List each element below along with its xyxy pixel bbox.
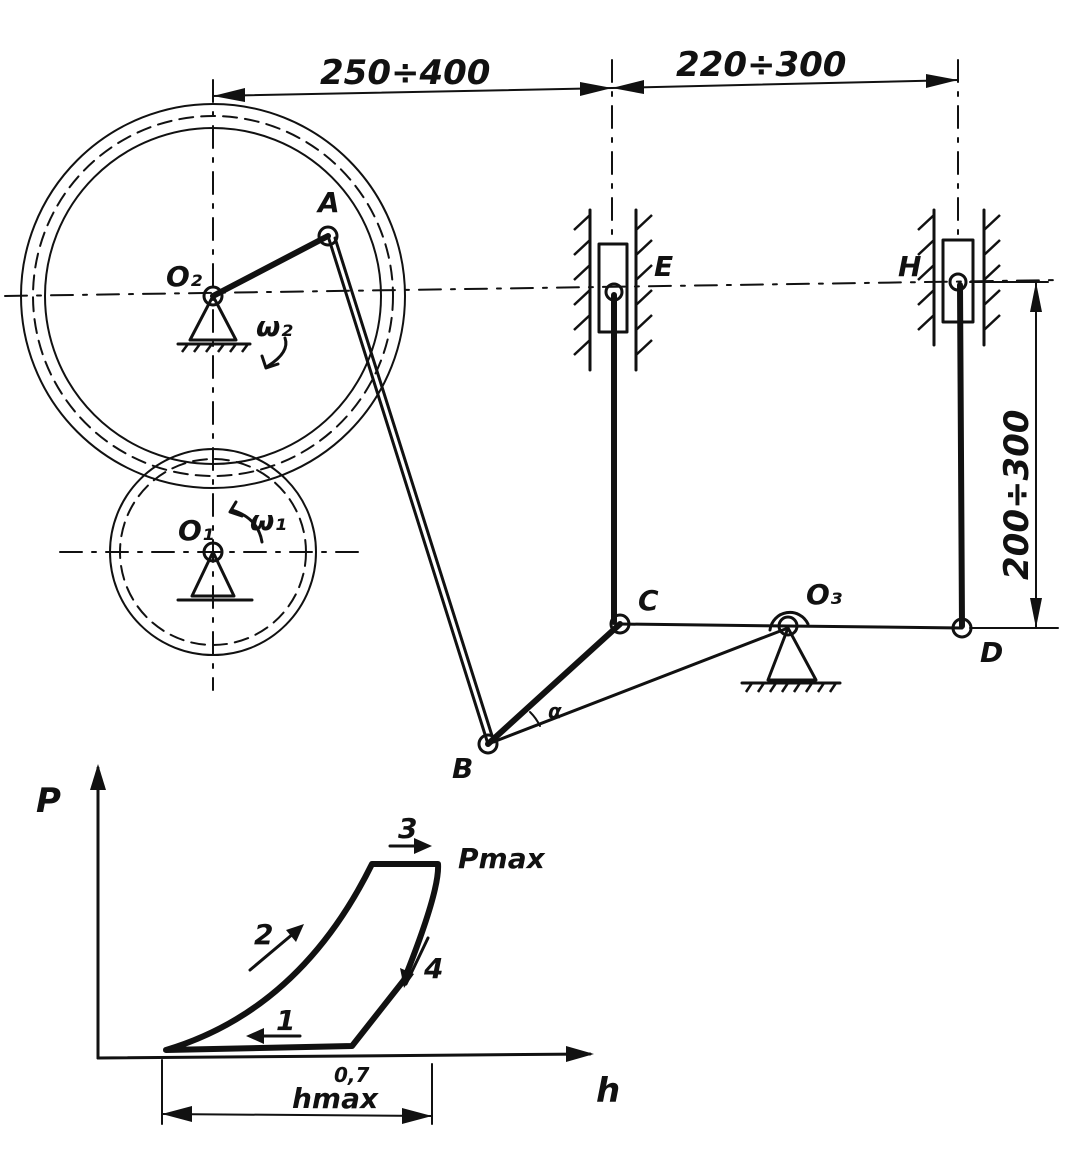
- support-o1-triangle: [190, 550, 236, 598]
- graph-hmax-label: hmax: [292, 1082, 379, 1115]
- support-o3: [740, 610, 842, 693]
- label-e: E: [654, 250, 673, 283]
- gear-o2-inner-circle: [44, 127, 382, 465]
- graph-stroke-1: 1: [276, 1004, 295, 1037]
- joint-o2: [202, 285, 224, 307]
- graph-cycle: [163, 861, 442, 1053]
- link-h-d: [957, 282, 965, 629]
- center-lines: [4, 59, 1061, 691]
- gear-o1-pitch-circle: [119, 458, 307, 646]
- support-o1: [176, 550, 254, 602]
- p-h-graph: [90, 764, 594, 1125]
- omega1-arrow: [230, 508, 264, 544]
- dim-left-line: [212, 87, 613, 97]
- label-d: D: [980, 636, 1003, 669]
- label-o1: O₁: [178, 514, 214, 547]
- joint-o3: [777, 615, 799, 637]
- graph-stroke-2: 2: [254, 918, 273, 951]
- joint-a: [317, 225, 339, 247]
- gear-o2-outer-circle: [20, 103, 406, 489]
- label-a: A: [316, 186, 340, 219]
- link-c-o3: [618, 622, 790, 628]
- omega2-arrow: [266, 336, 288, 368]
- link-o2-a: [210, 233, 331, 299]
- links: [210, 233, 965, 747]
- gear-o2: [20, 103, 406, 489]
- link-b-o3: [486, 626, 790, 746]
- label-o2: O₂: [166, 260, 203, 293]
- joint-o1: [202, 541, 224, 563]
- gear-o1-outer-circle: [109, 448, 317, 656]
- label-c: C: [638, 584, 659, 617]
- dim-right-label: 220÷300: [676, 45, 846, 85]
- label-omega2: ω₂: [256, 310, 293, 343]
- joint-h: [948, 272, 968, 292]
- angular-velocity-arrows: [228, 336, 288, 544]
- graph-stroke-4: 4: [423, 952, 443, 985]
- link-a-b: [326, 234, 490, 746]
- joints: [202, 225, 973, 755]
- graph-x-axis: [96, 1052, 592, 1060]
- dim-right-line: [611, 79, 959, 89]
- label-omega1: ω₁: [250, 504, 287, 537]
- gear-o2-pitch-circle: [32, 115, 394, 477]
- horizontal-centerline-o2: [4, 279, 1061, 297]
- graph-07-label: 0,7: [334, 1063, 370, 1087]
- dim-left-label: 250÷400: [320, 53, 490, 93]
- angle-alpha-arc: [529, 711, 541, 727]
- dim-vertical-label: 200÷300: [997, 410, 1037, 580]
- graph-x-label: h: [596, 1071, 620, 1111]
- joint-e: [604, 282, 624, 302]
- label-h: H: [898, 250, 921, 283]
- joint-c: [609, 613, 631, 635]
- dimension-lines: [212, 74, 1059, 629]
- graph-y-label: P: [36, 781, 61, 821]
- link-o3-d: [786, 624, 964, 630]
- support-o3-arc: [768, 610, 810, 632]
- graph-stroke-3: 3: [398, 812, 417, 845]
- support-o3-triangle: [766, 626, 818, 682]
- label-b: B: [452, 752, 473, 785]
- support-o2: [176, 294, 252, 353]
- hmax-dimension-line: [161, 1113, 433, 1117]
- gear-o1: [109, 448, 317, 656]
- joint-b: [477, 733, 499, 755]
- label-alpha: α: [548, 699, 562, 723]
- graph-pmax-label: Pmax: [458, 842, 546, 875]
- label-o3: O₃: [806, 578, 842, 611]
- support-o2-triangle: [188, 294, 238, 342]
- link-b-c: [485, 621, 623, 747]
